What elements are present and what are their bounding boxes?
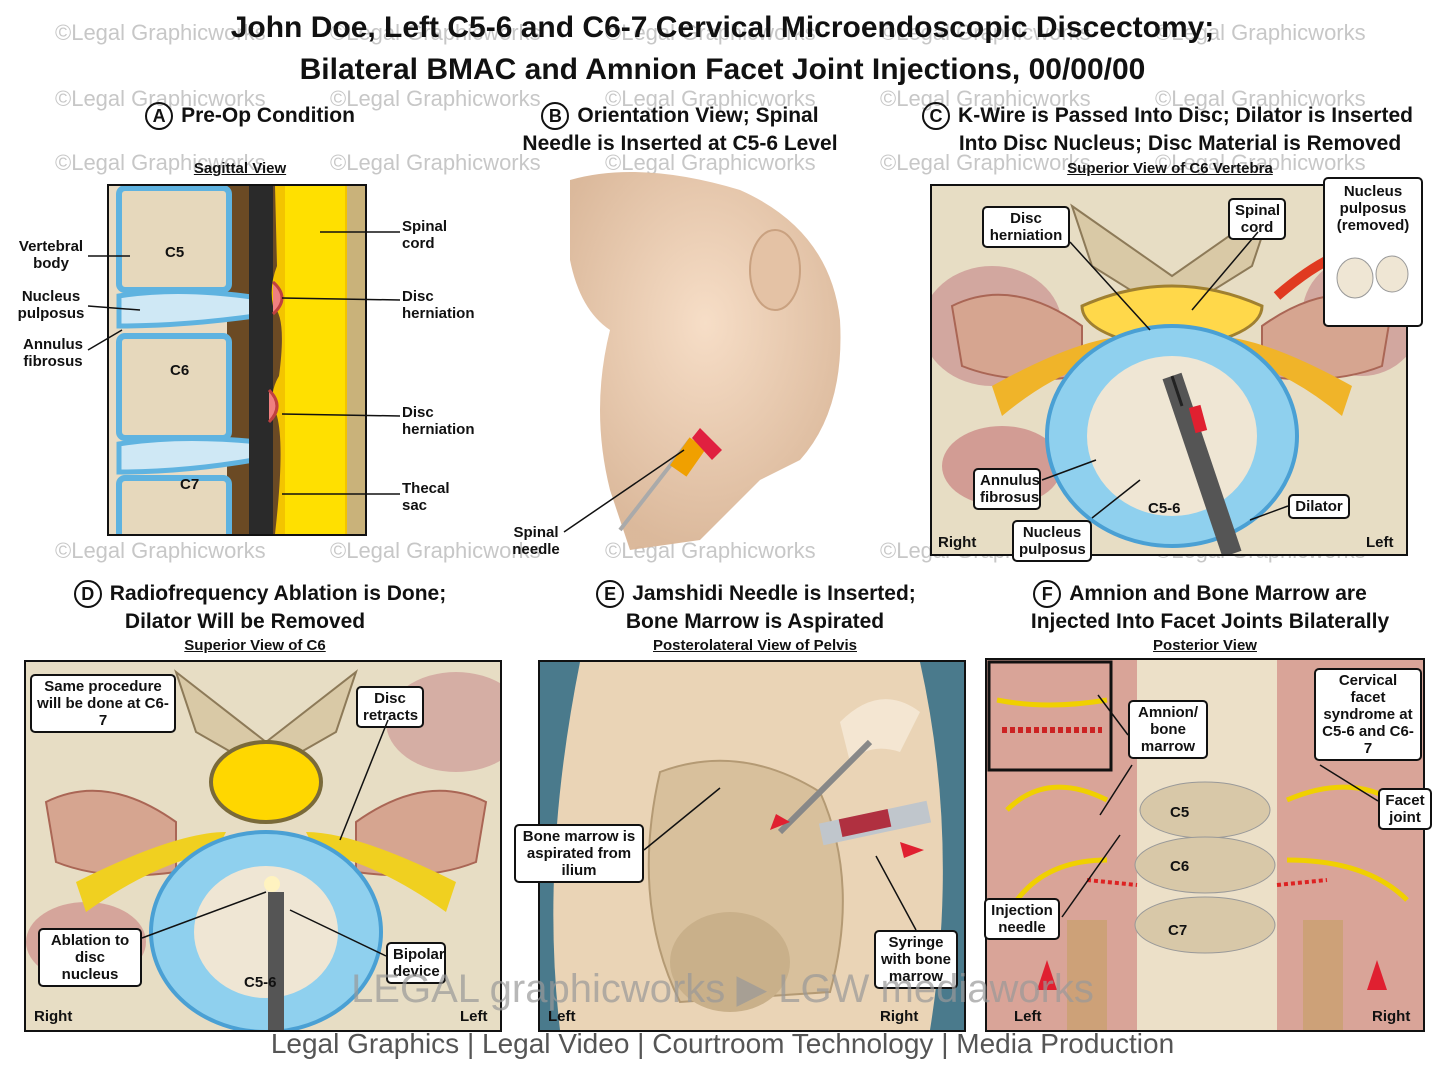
label-same-procedure: Same procedure will be done at C6-7 [30, 674, 176, 733]
panel-b-letter: B [541, 102, 570, 131]
label-bone-marrow-aspirated: Bone marrow is aspirated from ilium [514, 824, 644, 883]
label-f-c7: C7 [1168, 922, 1188, 939]
label-c-annulus: Annulus fibrosus [973, 468, 1041, 510]
label-disc-herniation-2: Disc herniation [402, 404, 475, 438]
label-f-c6: C6 [1170, 858, 1190, 875]
panel-e-subtitle: Posterolateral View of Pelvis [653, 637, 857, 654]
label-spinal-needle: Spinal needle [512, 524, 560, 558]
label-c-left: Left [1366, 534, 1394, 551]
label-f-c5: C5 [1170, 804, 1190, 821]
panel-a-letter: A [145, 102, 174, 131]
label-d-right: Right [34, 1008, 73, 1025]
label-nucleus-pulposus: Nucleus pulposus [17, 288, 85, 322]
label-amnion-bone-marrow: Amnion/ bone marrow [1128, 700, 1208, 759]
page-title-line1: John Doe, Left C5-6 and C6-7 Cervical Mi… [230, 11, 1215, 44]
panel-d-leader-lines [141, 719, 389, 957]
label-ablation: Ablation to disc nucleus [38, 928, 142, 987]
label-c-disc-herniation: Disc herniation [982, 206, 1070, 248]
label-spinal-cord: Spinal cord [402, 218, 448, 252]
panel-d-letter: D [73, 580, 102, 609]
label-c-spinal-cord: Spinal cord [1228, 198, 1286, 240]
panel-f-subtitle: Posterior View [1153, 637, 1257, 654]
label-cervical-facet-syndrome: Cervical facet syndrome at C5-6 and C6-7 [1314, 668, 1422, 761]
panel-e-illustration [538, 660, 966, 1032]
label-annulus-fibrosus: Annulus fibrosus [23, 336, 83, 370]
panel-f-letter: F [1033, 580, 1062, 609]
panel-f-leader-lines [1061, 694, 1379, 918]
panel-a-subtitle: Sagittal View [193, 160, 287, 177]
label-c-nucleus: Nucleus pulposus [1012, 520, 1092, 562]
watermark-row: ©Legal Graphicworks©Legal Graphicworks©L… [55, 86, 1366, 111]
panel-b-illustration [500, 160, 880, 560]
label-c5: C5 [165, 244, 185, 261]
watermark-row: ©Legal Graphicworks©Legal Graphicworks©L… [55, 150, 1366, 175]
panel-e-heading-line2: Bone Marrow is Aspirated [625, 610, 885, 633]
panel-b-leader-line [563, 449, 685, 533]
label-f-right: Right [1372, 1008, 1411, 1025]
panel-c-heading-line2: Into Disc Nucleus; Disc Material is Remo… [958, 132, 1402, 155]
panel-e-letter: E [596, 580, 625, 609]
label-c7: C7 [180, 476, 200, 493]
panel-e-leader-lines [643, 787, 917, 931]
label-d-left: Left [460, 1008, 488, 1025]
footer-tagline: Legal Graphics | Legal Video | Courtroom… [270, 1028, 1175, 1059]
page-title-line2: Bilateral BMAC and Amnion Facet Joint In… [299, 53, 1146, 86]
label-f-left: Left [1014, 1008, 1042, 1025]
label-injection-needle: Injection needle [984, 898, 1060, 940]
label-facet-joint: Facet joint [1378, 788, 1432, 830]
label-disc-herniation-1: Disc herniation [402, 288, 475, 322]
panel-d-subtitle: Superior View of C6 [184, 637, 326, 654]
panel-c-subtitle: Superior View of C6 Vertebra [1067, 160, 1273, 177]
panel-f-heading-line2: Injected Into Facet Joints Bilaterally [1030, 610, 1390, 633]
panel-a-illustration [107, 184, 367, 536]
brand-logo-watermark: LEGAL graphicworks ▶ LGW mediaworks [351, 967, 1094, 1011]
label-d-level: C5-6 [244, 974, 277, 991]
panel-c-leader-lines [1041, 231, 1289, 521]
label-c-right: Right [938, 534, 977, 551]
label-bipolar-device: Bipolar device [386, 942, 446, 984]
label-c-level: C5-6 [1148, 500, 1181, 517]
removed-fragments-image [1336, 255, 1409, 299]
label-thecal-sac: Thecal sac [402, 480, 450, 514]
label-vertebral-body: Vertebral body [18, 238, 84, 272]
panel-b-heading-line2: Needle is Inserted at C5-6 Level [522, 132, 838, 155]
label-e-right: Right [880, 1008, 919, 1025]
label-syringe: Syringe with bone marrow [874, 930, 958, 989]
label-nucleus-removed: Nucleus pulposus (removed) [1336, 183, 1410, 234]
watermark-row: ©Legal Graphicworks©Legal Graphicworks©L… [55, 20, 1366, 45]
panel-a-leader-lines [87, 231, 401, 495]
panel-c-letter: C [922, 102, 951, 131]
label-e-left: Left [548, 1008, 576, 1025]
nucleus-removed-inset: Nucleus pulposus (removed) [1323, 177, 1423, 327]
label-c6: C6 [170, 362, 190, 379]
label-disc-retracts: Disc retracts [356, 686, 424, 728]
label-c-dilator: Dilator [1288, 494, 1350, 519]
panel-d-heading-line2: Dilator Will be Removed [124, 610, 366, 633]
